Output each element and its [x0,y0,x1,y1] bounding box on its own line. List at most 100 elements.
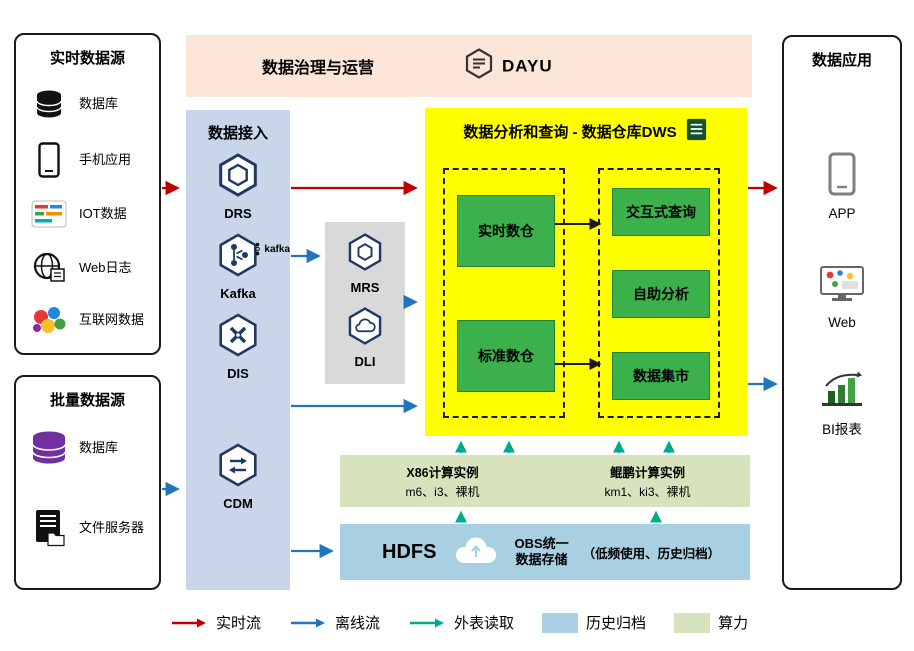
source-label: IOT数据 [79,206,127,222]
service-dli: DLI [325,306,405,369]
drs-icon [215,152,261,203]
realtime-sources-panel: 实时数据源 数据库 手机应用 IOT数据 Web日志 [14,33,161,355]
compute-instances-box: X86计算实例 m6、i3、裸机 鲲鹏计算实例 km1、ki3、裸机 [340,455,750,507]
source-label: Web日志 [79,260,132,276]
app-item-app: APP [784,152,900,221]
service-label: Kafka [220,286,256,301]
applications-title: 数据应用 [811,52,872,69]
mrs-icon [345,232,385,277]
legend-item-external-read: 外表读取 [408,612,514,633]
service-label: CDM [223,496,253,511]
dws-analytics-box: 数据分析和查询 - 数据仓库DWS 实时数仓 标准数仓 交互式查询 自助分析 数… [425,108,747,436]
obs-note: （低频使用、历史归档） [582,546,721,561]
source-label: 数据库 [79,96,119,112]
governance-banner: 数据治理与运营 DAYU [186,35,752,97]
obs-label: OBS统一 数据存储 [514,535,569,567]
dis-icon [215,312,261,363]
batch-sources-panel: 批量数据源 数据库 文件服务器 [14,375,161,590]
history-archive-swatch [542,612,579,633]
warehouse-label: 标准数仓 [478,348,534,364]
dayu-logo: DAYU [464,48,553,85]
source-item-batch-database: 数据库 [26,425,153,471]
app-item-bi-report: BI报表 [784,370,900,438]
analysis-group: 交互式查询 自助分析 数据集市 [598,168,720,418]
red-arrow-icon [172,618,206,627]
internet-data-icon [26,305,72,335]
analysis-label: 自助分析 [633,286,689,302]
blue-arrow-icon [291,618,326,627]
applications-panel: 数据应用 APP Web BI报表 [782,35,902,590]
source-item-iot: IOT数据 [26,191,153,237]
realtime-sources-title: 实时数据源 [49,50,125,67]
analysis-label: 交互式查询 [626,204,696,220]
warehouse-group: 实时数仓 标准数仓 [443,168,565,418]
source-item-file-server: 文件服务器 [26,505,153,551]
source-item-mobile-app: 手机应用 [26,137,153,183]
database-icon [26,87,72,121]
governance-title: 数据治理与运营 [262,60,375,77]
purple-database-icon [26,429,72,467]
iot-icon [26,200,72,228]
dws-document-icon [684,117,709,146]
interactive-query-box: 交互式查询 [612,188,710,236]
analysis-label: 数据集市 [633,368,689,384]
x86-models: m6、i3、裸机 [405,485,480,499]
app-phone-icon [828,152,856,201]
service-label: DRS [224,206,252,221]
kafka-badge: kafka [253,242,290,256]
file-server-icon [26,508,72,548]
phone-icon [26,142,72,178]
data-ingestion-title: 数据接入 [207,125,268,142]
source-item-internet-data: 互联网数据 [26,297,153,343]
service-label: MRS [350,280,380,295]
service-mrs: MRS [325,232,405,295]
storage-box: HDFS OBS统一 数据存储 （低频使用、历史归档） [340,524,750,580]
legend-item-realtime-flow: 实时流 [170,612,261,633]
self-service-analysis-box: 自助分析 [612,270,710,318]
source-label: 手机应用 [79,152,132,168]
compute-power-swatch [674,612,711,633]
processing-box: MRS DLI [325,222,405,384]
service-drs: DRS [186,152,290,221]
bi-report-icon [820,370,864,413]
service-label: DIS [227,366,249,381]
weblog-globe-icon [26,252,72,284]
kafka-icon [215,232,261,283]
x86-compute: X86计算实例 m6、i3、裸机 [340,455,545,507]
app-label: Web [828,315,856,330]
hdfs-label: HDFS [382,540,437,563]
data-ingestion-column: 数据接入 DRS kafka Kafka DIS [186,110,290,590]
web-monitor-icon [818,265,866,310]
kafka-logo-icon [255,242,261,256]
source-label: 互联网数据 [79,312,145,328]
teal-arrow-icon [410,618,445,627]
kunpeng-models: km1、ki3、裸机 [604,485,691,499]
legend-item-history-archive: 历史归档 [542,612,646,633]
kunpeng-title: 鲲鹏计算实例 [609,466,685,480]
service-dis: DIS [186,312,290,381]
kunpeng-compute: 鲲鹏计算实例 km1、ki3、裸机 [545,455,750,507]
realtime-warehouse-box: 实时数仓 [457,195,555,267]
app-item-web: Web [784,265,900,330]
service-label: DLI [354,354,376,369]
source-item-weblog: Web日志 [26,245,153,291]
x86-title: X86计算实例 [406,466,479,480]
source-label: 文件服务器 [79,520,145,536]
cdm-icon [215,442,261,493]
dli-icon [345,306,385,351]
dws-title-row: 数据分析和查询 - 数据仓库DWS [425,117,747,146]
dayu-logo-text: DAYU [502,56,553,75]
source-label: 数据库 [79,440,119,456]
legend-item-compute-power: 算力 [674,612,748,633]
standard-warehouse-box: 标准数仓 [457,320,555,392]
source-item-database: 数据库 [26,81,153,127]
app-label: BI报表 [822,422,862,437]
legend-item-offline-flow: 离线流 [289,612,380,633]
service-kafka: kafka Kafka [186,232,290,301]
app-label: APP [828,206,856,221]
legend: 实时流 离线流 外表读取 历史归档 算力 [170,612,748,633]
batch-sources-title: 批量数据源 [49,392,125,409]
dws-title-text: 数据分析和查询 - 数据仓库DWS [463,124,677,141]
data-mart-box: 数据集市 [612,352,710,400]
